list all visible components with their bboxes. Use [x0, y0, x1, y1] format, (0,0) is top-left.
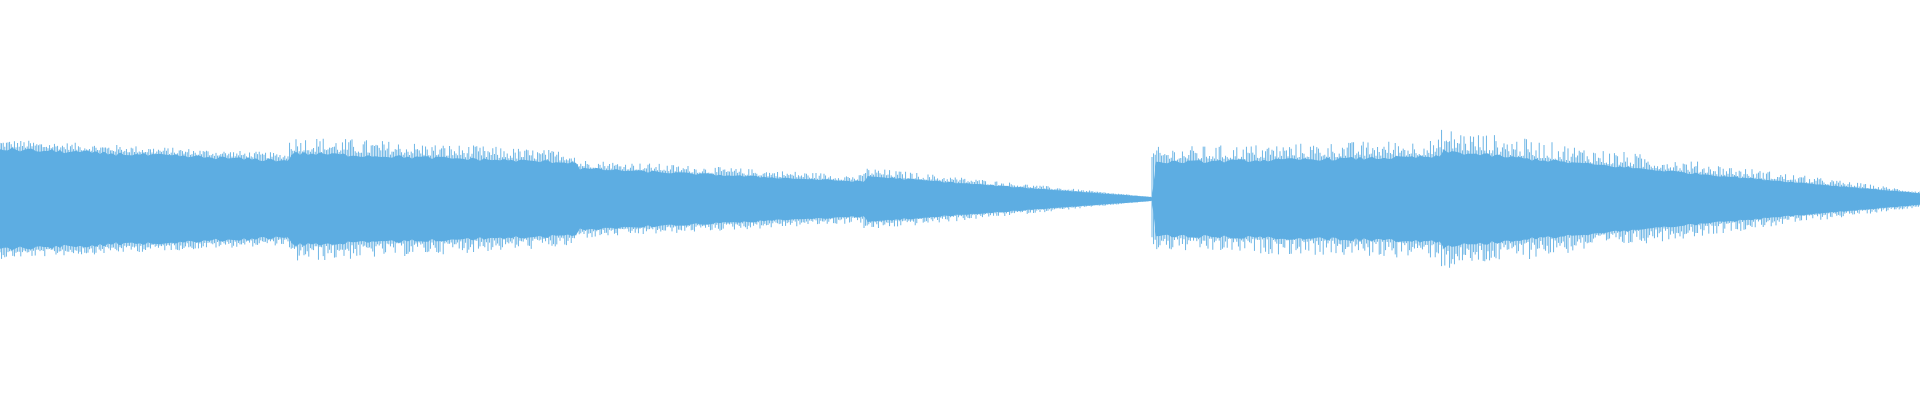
waveform-body	[0, 147, 1920, 251]
